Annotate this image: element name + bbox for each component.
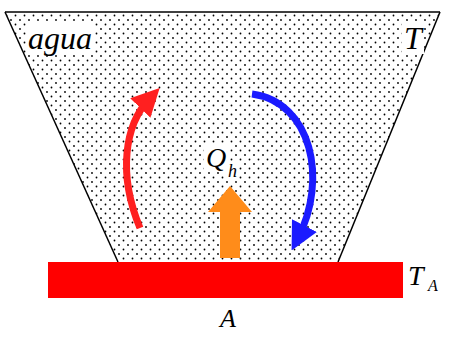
rising-flow-arrow — [127, 98, 150, 228]
container-fill — [5, 12, 440, 262]
heat-label: Q — [204, 144, 228, 172]
subscript-label: A — [428, 278, 438, 294]
area-label: A — [220, 306, 236, 332]
container-wall — [5, 12, 118, 262]
container-wall — [338, 12, 440, 262]
substance-label: agua — [26, 22, 94, 54]
sinking-flow-arrow — [252, 94, 313, 238]
water-dots — [5, 12, 440, 262]
heating-plate — [48, 262, 403, 298]
container-rim — [5, 11, 440, 13]
temperature-label: T — [402, 22, 424, 54]
heat-flow-arrow — [208, 186, 252, 258]
subscript-label: h — [226, 162, 239, 180]
temperature-label: T — [408, 262, 424, 290]
